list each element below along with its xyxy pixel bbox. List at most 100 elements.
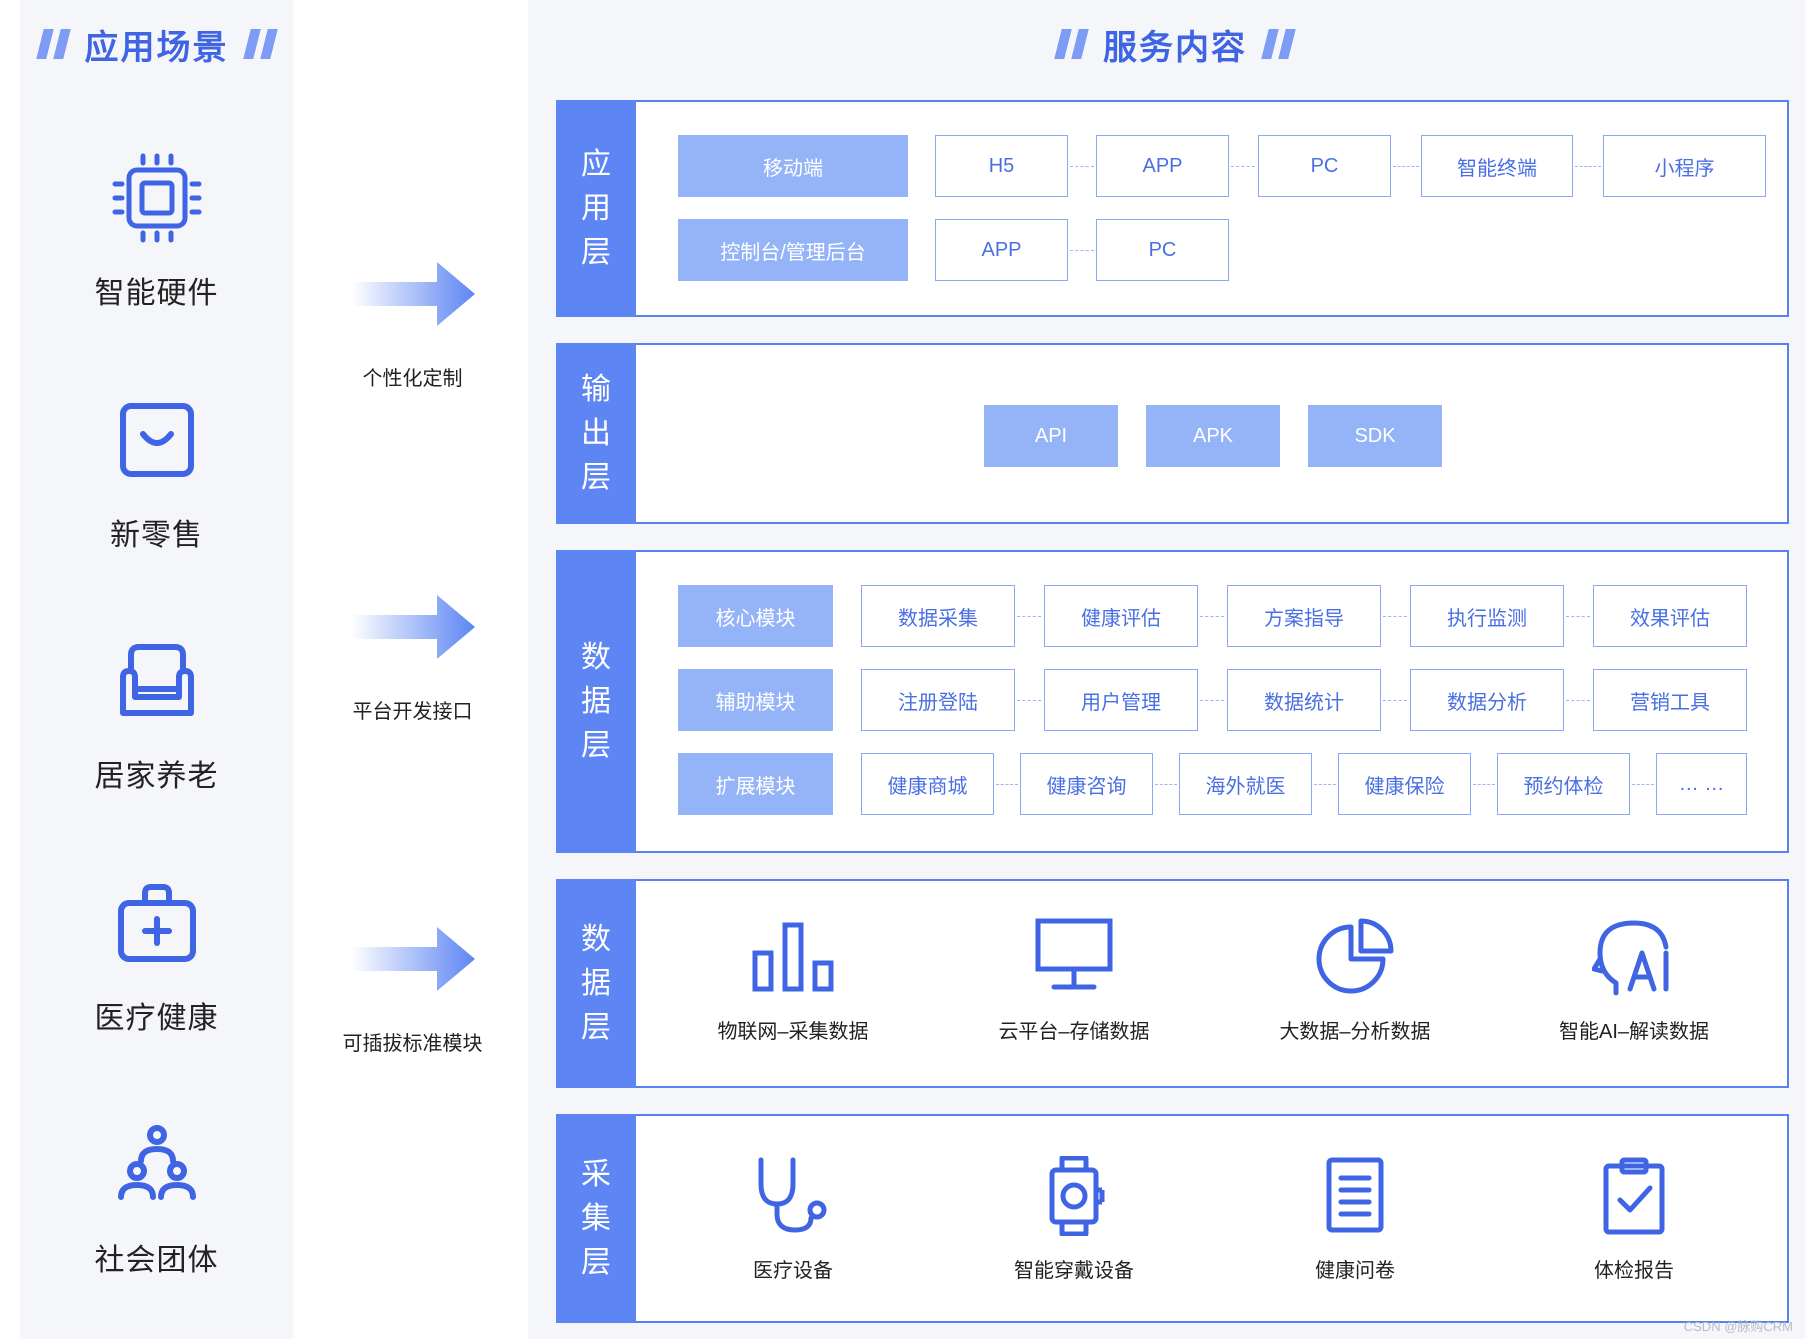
connector-dash: [1070, 250, 1094, 251]
data-modules-layer-panel: 数 据 层 核心模块 数据采集 健康评估 方案指导 执行监测 效果评估 辅助模块…: [556, 550, 1789, 853]
connector-dash: [996, 784, 1018, 785]
collection-layer-panel: 采 集 层 医疗设备 智能穿戴设备 健康问卷: [556, 1114, 1789, 1323]
connector-dash: [1383, 616, 1407, 617]
tab-char: 采: [581, 1157, 611, 1191]
service-section-title: 服务内容: [1040, 20, 1310, 68]
right-arrow-icon: [350, 262, 475, 326]
item-smart-terminal: 智能终端: [1421, 135, 1573, 197]
tab-char: 层: [581, 460, 611, 494]
item-label: 医疗设备: [753, 1260, 833, 1282]
item-data-statistics: 数据统计: [1227, 669, 1381, 731]
health-questionnaire: 健康问卷: [1255, 1156, 1455, 1283]
item-sdk: SDK: [1308, 405, 1442, 467]
tab-char: 用: [581, 191, 611, 225]
item-plan-guidance: 方案指导: [1227, 585, 1381, 647]
scenario-label: 医疗健康: [94, 1002, 219, 1035]
item-label: 物联网–采集数据: [717, 1021, 869, 1043]
connector-label: 个性化定制: [362, 368, 463, 390]
checkup-report: 体检报告: [1534, 1156, 1734, 1283]
item-registration: 注册登陆: [861, 669, 1015, 731]
row-head-mobile: 移动端: [678, 135, 908, 197]
scenario-label: 智能硬件: [94, 277, 219, 310]
shopping-bag-icon: [119, 403, 194, 477]
pie-chart-icon: [1316, 918, 1394, 994]
scenario-column-background: [20, 0, 293, 1339]
item-more: … …: [1656, 753, 1747, 815]
title-decoration-left: [1054, 29, 1089, 59]
data-processing-layer-tab: 数 据 层: [556, 879, 636, 1088]
item-data-analysis: 数据分析: [1410, 669, 1564, 731]
connector-dash: [1200, 616, 1224, 617]
item-mini-program: 小程序: [1603, 135, 1766, 197]
connector-dash: [1393, 166, 1419, 167]
right-arrow-icon: [350, 595, 475, 659]
item-app: APP: [1096, 135, 1229, 197]
scenario-section-title: 应用场景: [20, 20, 293, 68]
bigdata-analysis: 大数据–分析数据: [1255, 917, 1455, 1044]
row-head-auxiliary: 辅助模块: [678, 669, 833, 731]
tab-char: 层: [581, 1245, 611, 1279]
smartwatch-icon: [1049, 1156, 1105, 1236]
item-apk: APK: [1146, 405, 1280, 467]
tab-char: 输: [581, 372, 611, 406]
connector-dash: [1017, 700, 1041, 701]
connector-dash: [1155, 784, 1177, 785]
connector-dash: [1632, 784, 1654, 785]
right-arrow-icon: [350, 927, 475, 991]
item-overseas-medical: 海外就医: [1179, 753, 1312, 815]
tab-char: 出: [581, 416, 611, 450]
connector-dash: [1200, 700, 1224, 701]
title-decoration-right: [242, 29, 278, 59]
connector-dash: [1017, 616, 1041, 617]
tab-char: 层: [581, 1010, 611, 1044]
checkup-report-icon: [1603, 1157, 1665, 1235]
connector-label: 可插拔标准模块: [342, 1033, 483, 1055]
service-title-text: 服务内容: [1103, 28, 1247, 67]
scenario-title-text: 应用场景: [84, 28, 229, 67]
connector-customization: 个性化定制: [330, 262, 495, 391]
connector-dash: [1473, 784, 1495, 785]
item-label: 健康问卷: [1315, 1260, 1395, 1282]
tab-char: 层: [581, 728, 611, 762]
scenario-label: 新零售: [110, 519, 203, 552]
connector-dash: [1575, 166, 1601, 167]
item-health-insurance: 健康保险: [1338, 753, 1471, 815]
item-pc: PC: [1096, 219, 1229, 281]
scenario-home-elderly-care: 居家养老: [20, 633, 293, 795]
tab-char: 层: [581, 235, 611, 269]
ai-interpretation: 智能AI–解读数据: [1534, 917, 1734, 1044]
title-decoration-left: [35, 29, 71, 59]
item-checkup-booking: 预约体检: [1497, 753, 1630, 815]
item-label: 智能穿戴设备: [1014, 1260, 1134, 1282]
item-health-assessment: 健康评估: [1044, 585, 1198, 647]
sofa-icon: [119, 644, 194, 716]
medical-kit-icon: [117, 884, 196, 962]
item-h5: H5: [935, 135, 1068, 197]
row-head-console: 控制台/管理后台: [678, 219, 908, 281]
tab-char: 据: [581, 684, 611, 718]
cloud-data-storage: 云平台–存储数据: [974, 917, 1174, 1044]
questionnaire-icon: [1326, 1157, 1384, 1233]
item-label: 云平台–存储数据: [998, 1021, 1150, 1043]
tab-char: 据: [581, 966, 611, 1000]
connector-dash: [1231, 166, 1255, 167]
connector-dash: [1314, 784, 1336, 785]
item-api: API: [984, 405, 1118, 467]
stethoscope-icon: [758, 1157, 827, 1233]
item-execution-monitoring: 执行监测: [1410, 585, 1564, 647]
data-processing-layer-panel: 数 据 层 物联网–采集数据 云平台–存储数据 大数据–分析数据: [556, 879, 1789, 1088]
item-user-management: 用户管理: [1044, 669, 1198, 731]
item-data-collection: 数据采集: [861, 585, 1015, 647]
iot-data-collection: 物联网–采集数据: [693, 917, 893, 1044]
connector-pluggable-modules: 可插拔标准模块: [330, 927, 495, 1056]
collection-layer-tab: 采 集 层: [556, 1114, 636, 1323]
connector-dash: [1566, 700, 1590, 701]
connector-dash: [1070, 166, 1094, 167]
ai-head-icon: [1592, 920, 1669, 996]
connector-platform-api: 平台开发接口: [330, 595, 495, 724]
item-marketing-tools: 营销工具: [1593, 669, 1747, 731]
people-group-icon: [117, 1125, 196, 1200]
chip-icon: [112, 153, 201, 243]
item-label: 大数据–分析数据: [1279, 1021, 1431, 1043]
medical-device: 医疗设备: [693, 1156, 893, 1283]
